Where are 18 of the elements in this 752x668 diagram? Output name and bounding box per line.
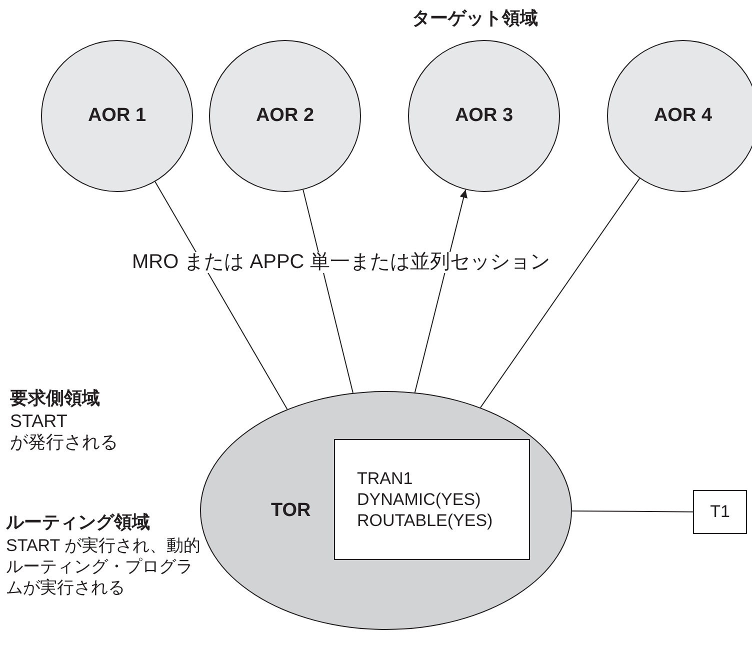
connector-line — [154, 181, 288, 410]
region-circle: AOR 4 — [607, 40, 752, 192]
terminal-box: T1 — [693, 490, 747, 534]
region-circle: AOR 2 — [209, 40, 361, 192]
region-circle: AOR 1 — [41, 40, 193, 192]
connector-line — [572, 510, 694, 512]
definition-box: TRAN1 DYNAMIC(YES) ROUTABLE(YES) — [334, 439, 530, 560]
region-heading: 要求側領域 — [10, 388, 100, 409]
connector-line — [302, 189, 354, 394]
session-label: MRO または APPC 単一または並列セッション — [132, 252, 550, 273]
region-ellipse: TOR TRAN1 DYNAMIC(YES) ROUTABLE(YES) — [200, 391, 572, 630]
description-text: START が実行され、動的ルーティング・プログラムが実行される — [6, 535, 202, 598]
description-text: START が発行される — [10, 411, 119, 453]
region-heading: ルーティング領域 — [6, 512, 150, 533]
connector-line — [480, 178, 640, 408]
region-heading: ターゲット領域 — [412, 8, 538, 29]
region-circle: AOR 3 — [408, 40, 560, 192]
arrow — [414, 189, 468, 393]
